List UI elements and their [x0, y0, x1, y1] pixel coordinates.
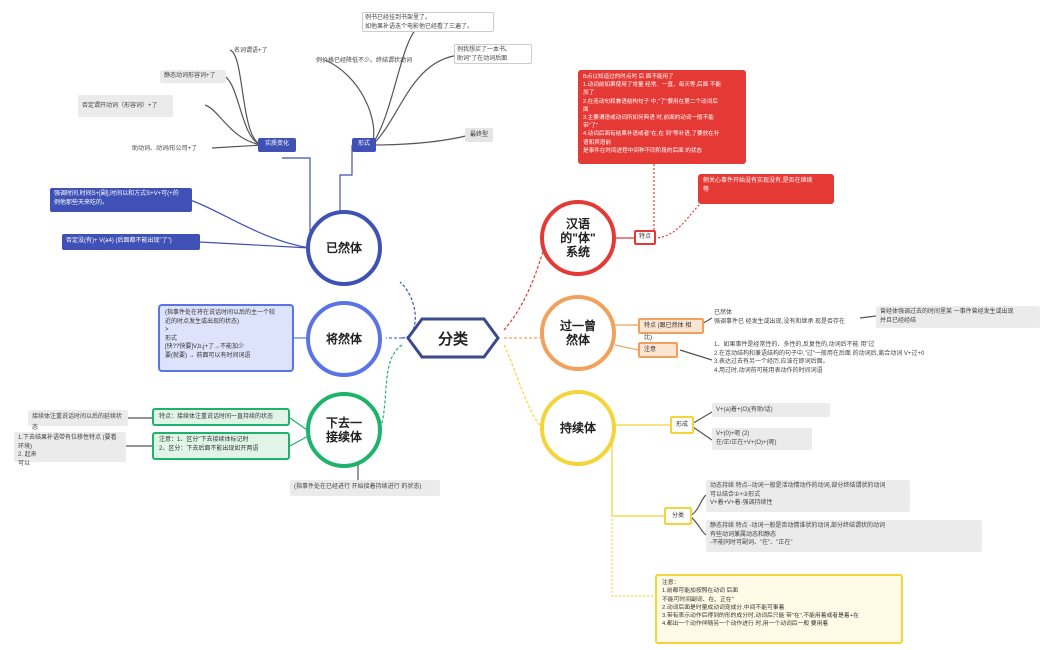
topic-hanyu[interactable]: 汉语 的"体" 系统 — [540, 200, 616, 276]
topic-xiaqu-label: 下去一 接续体 — [325, 416, 362, 444]
guoceng-notes: 1、如果事件是经常性的、多性的,反复性的,动词后不能 用"过 2.在连动结构和兼… — [714, 342, 925, 374]
chixu-xingshi-tag[interactable]: 形成 — [670, 416, 694, 434]
yiran-item-zhudongci: 助动词、动词/形公司+了 — [132, 146, 198, 152]
yiran-item-fouding: 否定谓开动词（形容词）+了 — [78, 95, 173, 117]
center-hexagon — [406, 317, 500, 359]
chixu-form-2: V+(0)+呢 (2) 在/正/正在+V+(O)+(呢) — [712, 428, 812, 450]
topic-jiangran[interactable]: 将然体 — [306, 301, 382, 377]
hanyu-red-note-2: 侧关心事件开始没有实现没有,是否在继续 等 — [698, 174, 834, 204]
xiaqu-bottom-note: (指事件处在已经进行 开始接着持续进行 的状态) — [290, 480, 440, 496]
yiran-item-jingtai: 静态动词形容词+了 — [160, 70, 226, 83]
hanyu-tedian-tag[interactable]: 特点 — [634, 230, 656, 245]
guoceng-zhuyi-tag[interactable]: 注意 — [638, 342, 678, 358]
chixu-jingtai: 静态持续 特点 -动词一般是否动情谁状的动词,部分终结谓状的动词 有些动词兼属动… — [706, 520, 982, 552]
hanyu-red-note: B点以知道过的时点时 后 面不能用了 1.动词前如果使用了常量 经常、一直、每天… — [578, 70, 746, 164]
xiaqu-tedian: 特点：接续体注重说话时间一直持续的状态 — [152, 408, 290, 426]
topic-xiaqu[interactable]: 下去一 接续体 — [306, 392, 382, 468]
chixu-form-1: V+(a)着+(O)(有助/话) — [712, 403, 830, 417]
yiran-note-qiangdiao: 强调时间,时间S+[副],时间以和方式S+V+可(+的 例他那些天来吃的。 — [50, 188, 192, 212]
topic-guoceng-label: 过一曾 然体 — [559, 319, 596, 347]
xiaqu-left-2: 1.下去结果补语带有位移性特点 (要看环境) 2. 起来 可以 — [14, 432, 126, 467]
topic-guoceng[interactable]: 过一曾 然体 — [540, 295, 616, 371]
guoceng-tedian-tag[interactable]: 特点 (跟已然体 相比) — [638, 318, 704, 341]
topic-chixu[interactable]: 持续体 — [540, 390, 616, 466]
yiran-note-fouding: 否定没(有)+ V(a4) (后面都不能出现"了") — [62, 234, 200, 250]
jiangran-note: (指事件处在将在说话时间以后的主一个较 近的时点发生或出现的状态) > 形式 [… — [158, 304, 294, 372]
chixu-dongtai: 动态持续 特点--动词一般是活动情动作的动词,部分终结谓状的动词 可以结合①+②… — [706, 480, 910, 512]
topic-chixu-label: 持续体 — [559, 421, 596, 435]
xiaqu-left-1: 接续体注重说话时间以后的延续状态 — [28, 410, 128, 431]
topic-hanyu-label: 汉语 的"体" 系统 — [560, 217, 596, 259]
yiran-example-2: 例价格已经降低不少。终结谓状动词 — [316, 58, 413, 64]
yiran-shibian-tag[interactable]: 实质变化 — [258, 138, 296, 152]
guoceng-plain-2: 曾经体强调过去的时间里某 一事件曾经发生或出现 并且已经经结 — [876, 306, 1040, 328]
chixu-zhuyi: 注意： 1.前都可能加按照在动词 后面 不能可时间副词、在、正在" 2.动词后面… — [655, 574, 903, 644]
topic-yiran[interactable]: 已然体 — [306, 210, 382, 286]
xiaqu-zhuyi: 注意：1、区分"下去接续体标记时 2、区分：下去后面不能出现如开两语 — [152, 432, 290, 460]
yiran-xingshi-tag[interactable]: 形式 — [352, 138, 376, 152]
yiran-zuihou-tag[interactable]: 最终型 — [465, 128, 493, 142]
topic-yiran-label: 已然体 — [325, 241, 362, 255]
chixu-fenlei-tag[interactable]: 分类 — [664, 507, 692, 525]
center-title[interactable]: 分类 — [437, 330, 468, 348]
topic-jiangran-label: 将然体 — [325, 332, 362, 346]
guoceng-plain-1: 已然体 强调事件已 经发生或出现,没有和继承 现是否存在 — [714, 310, 846, 325]
yiran-example-3: 例我想买了一本书。 助词"了在动词后面 — [454, 44, 532, 64]
yiran-example-1: 例书已经挂到书架里了。 如他果补语迭个电影他已经看了三遍了。 — [362, 12, 494, 32]
yiran-item-mingci: 名词谓语+了 — [234, 48, 268, 54]
